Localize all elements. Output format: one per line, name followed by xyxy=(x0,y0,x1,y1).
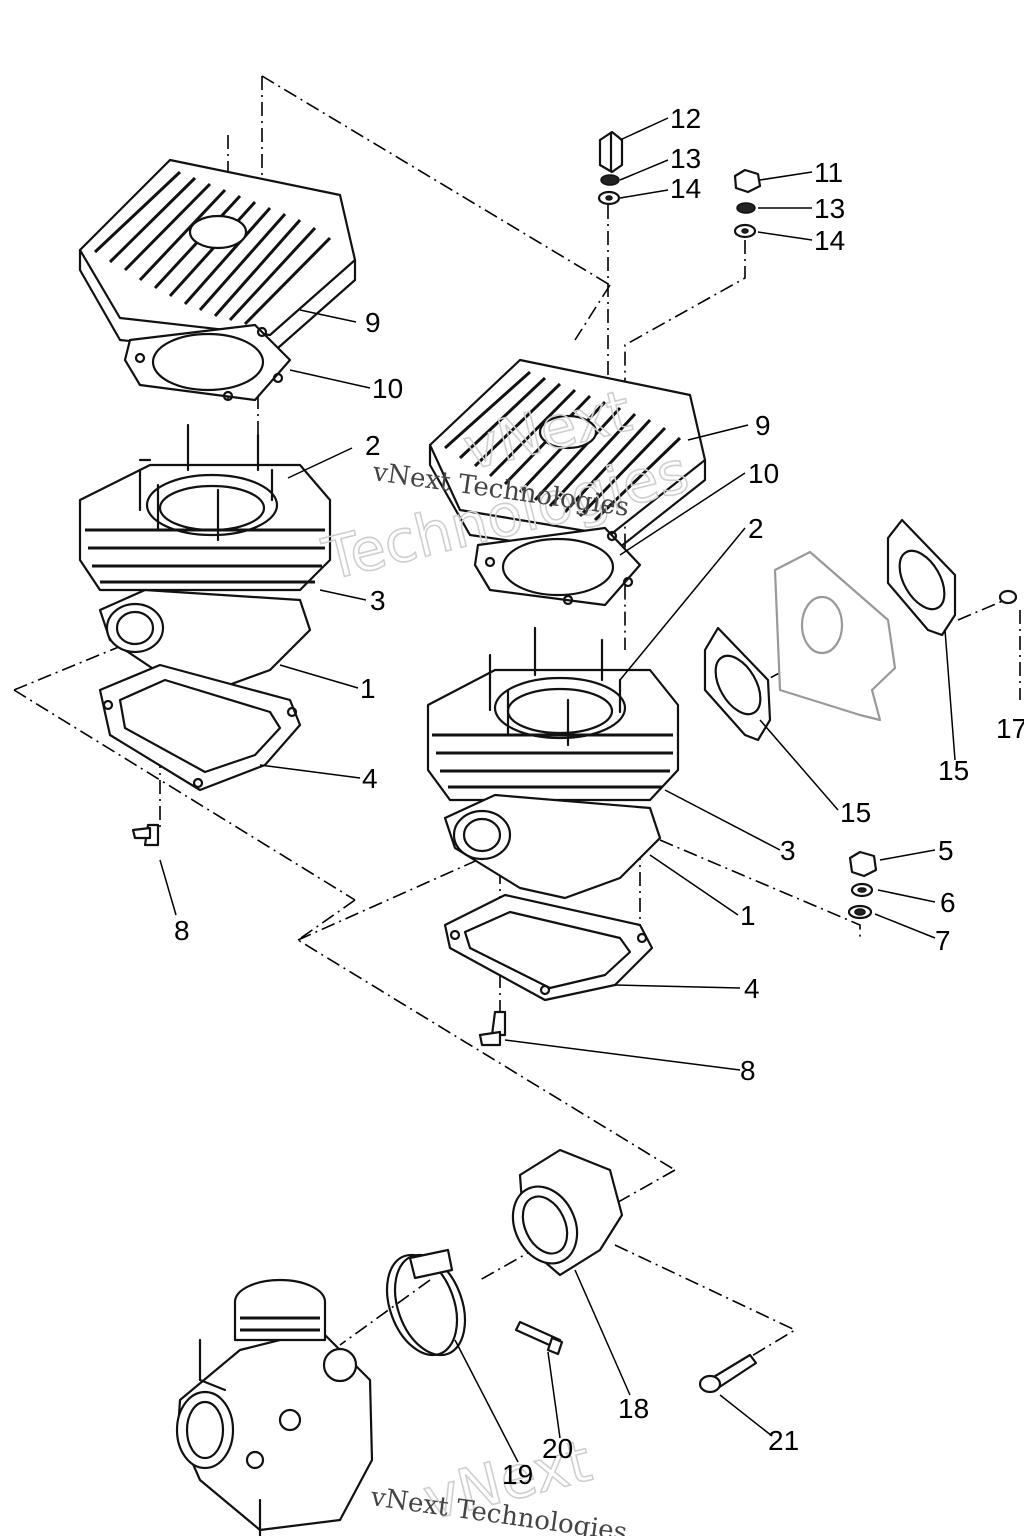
callout-4-left: 4 xyxy=(362,763,378,794)
callout-2-left: 2 xyxy=(365,430,381,461)
callout-9-left: 9 xyxy=(365,307,381,338)
washer-13-left xyxy=(600,174,620,186)
nut-11 xyxy=(733,168,762,194)
intake-gasket-15-left xyxy=(703,626,772,742)
right-cylinder-head xyxy=(428,358,707,557)
right-cylinder xyxy=(426,626,680,900)
callout-7: 7 xyxy=(935,925,951,956)
left-head-gasket xyxy=(123,323,292,402)
callout-2-right: 2 xyxy=(748,513,764,544)
leader-lines xyxy=(159,117,956,1463)
callout-19: 19 xyxy=(502,1459,533,1490)
callout-8-right: 8 xyxy=(740,1055,756,1086)
callout-14-left: 14 xyxy=(670,173,701,204)
washer-14-left xyxy=(597,190,621,206)
callout-12: 12 xyxy=(670,103,701,134)
hose-clamp xyxy=(385,1248,467,1357)
callout-11: 11 xyxy=(814,157,843,188)
callout-20: 20 xyxy=(542,1433,573,1464)
callout-13-left: 13 xyxy=(670,143,701,174)
callout-10-right: 10 xyxy=(748,458,779,489)
callout-15-right: 15 xyxy=(938,755,969,786)
washer-14-right xyxy=(733,223,757,239)
callout-21: 21 xyxy=(768,1425,799,1456)
intake-flange xyxy=(511,1148,624,1277)
nut-5 xyxy=(848,850,878,878)
left-cylinder xyxy=(78,423,332,692)
callout-10-left: 10 xyxy=(372,373,403,404)
callout-15-left: 15 xyxy=(840,797,871,828)
intake-gasket-15-right xyxy=(886,518,957,637)
callout-1-left: 1 xyxy=(360,673,376,704)
callout-13-right: 13 xyxy=(814,193,845,224)
bolt-21 xyxy=(698,1353,758,1394)
right-fitting xyxy=(478,1010,507,1047)
callout-9-right: 9 xyxy=(755,410,771,441)
callout-3-right: 3 xyxy=(780,835,796,866)
callout-1-right: 1 xyxy=(740,900,756,931)
callout-6: 6 xyxy=(940,887,956,918)
intake-plate xyxy=(773,550,897,722)
callout-17: 17 xyxy=(996,713,1024,744)
callout-3-left: 3 xyxy=(370,585,386,616)
left-cylinder-head xyxy=(78,158,357,357)
washer-17 xyxy=(998,589,1018,605)
callout-numbers: 12 13 14 11 13 14 9 10 2 3 1 4 8 9 10 2 … xyxy=(174,103,1024,1490)
washer-6 xyxy=(850,882,874,898)
callout-18: 18 xyxy=(618,1393,649,1424)
washer-13-right xyxy=(736,202,756,214)
callout-8-left: 8 xyxy=(174,915,190,946)
washer-7 xyxy=(847,904,873,920)
right-head-gasket xyxy=(473,526,642,607)
left-base-gasket xyxy=(98,663,302,792)
carburetor xyxy=(175,1278,374,1536)
screw-20 xyxy=(514,1320,564,1356)
callout-5: 5 xyxy=(938,835,954,866)
stud-nut-12 xyxy=(598,130,624,174)
right-base-gasket xyxy=(443,893,654,1002)
callout-4-right: 4 xyxy=(744,973,760,1004)
left-fitting xyxy=(131,823,160,847)
callout-14-right: 14 xyxy=(814,225,845,256)
